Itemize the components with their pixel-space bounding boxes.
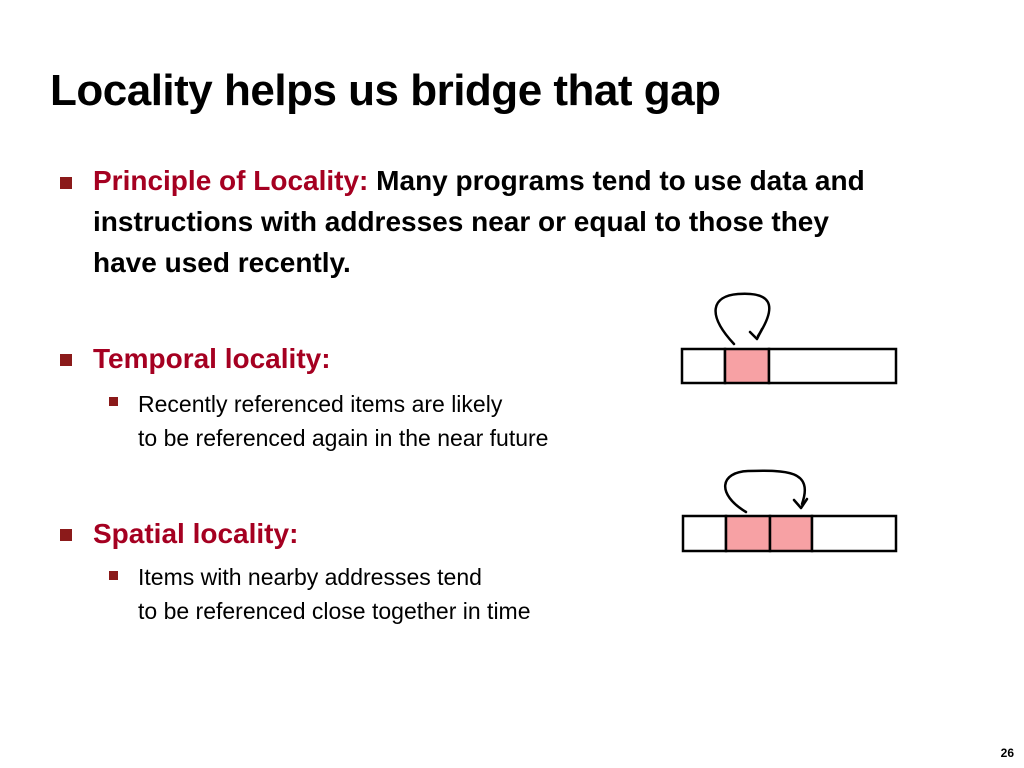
reuse-arrow-icon xyxy=(714,292,771,346)
temporal-memory-strip xyxy=(680,347,898,385)
memory-cell xyxy=(681,514,728,553)
spatial-description: Items with nearby addresses tend to be r… xyxy=(138,560,531,628)
principle-text-line1: Many programs tend to use data and xyxy=(368,165,865,196)
memory-cell xyxy=(767,347,898,385)
memory-cell xyxy=(810,514,898,553)
memory-cell-referenced xyxy=(723,347,771,385)
bullet-spatial xyxy=(60,529,72,541)
temporal-line1: Recently referenced items are likely xyxy=(138,391,503,417)
spatial-line2: to be referenced close together in time xyxy=(138,598,531,624)
temporal-heading: Temporal locality: xyxy=(93,338,953,379)
temporal-line2: to be referenced again in the near futur… xyxy=(138,425,549,451)
spatial-locality-diagram xyxy=(681,469,898,553)
slide-title: Locality helps us bridge that gap xyxy=(50,66,721,115)
spatial-heading: Spatial locality: xyxy=(93,513,953,554)
arrowhead-icon xyxy=(748,327,764,341)
sub-bullet-spatial xyxy=(109,571,118,580)
nearby-arrow-icon xyxy=(724,469,807,514)
temporal-label: Temporal locality: xyxy=(93,343,331,374)
arrowhead-icon xyxy=(792,497,809,510)
principle-text-line2: instructions with addresses near or equa… xyxy=(93,206,829,237)
memory-cell xyxy=(680,347,727,385)
spatial-label: Spatial locality: xyxy=(93,518,299,549)
bullet-principle xyxy=(60,177,72,189)
principle-label: Principle of Locality: xyxy=(93,165,369,196)
memory-cell-nearby xyxy=(768,514,814,553)
temporal-description: Recently referenced items are likely to … xyxy=(138,387,548,455)
bullet-temporal xyxy=(60,354,72,366)
principle-paragraph: Principle of Locality: Many programs ten… xyxy=(93,160,953,283)
spatial-line1: Items with nearby addresses tend xyxy=(138,564,482,590)
spatial-memory-strip xyxy=(681,514,898,553)
sub-bullet-temporal xyxy=(109,397,118,406)
memory-cell-referenced xyxy=(724,514,772,553)
temporal-locality-diagram xyxy=(680,292,898,385)
page-number: 26 xyxy=(1000,746,1014,760)
principle-text-line3: have used recently. xyxy=(93,247,351,278)
